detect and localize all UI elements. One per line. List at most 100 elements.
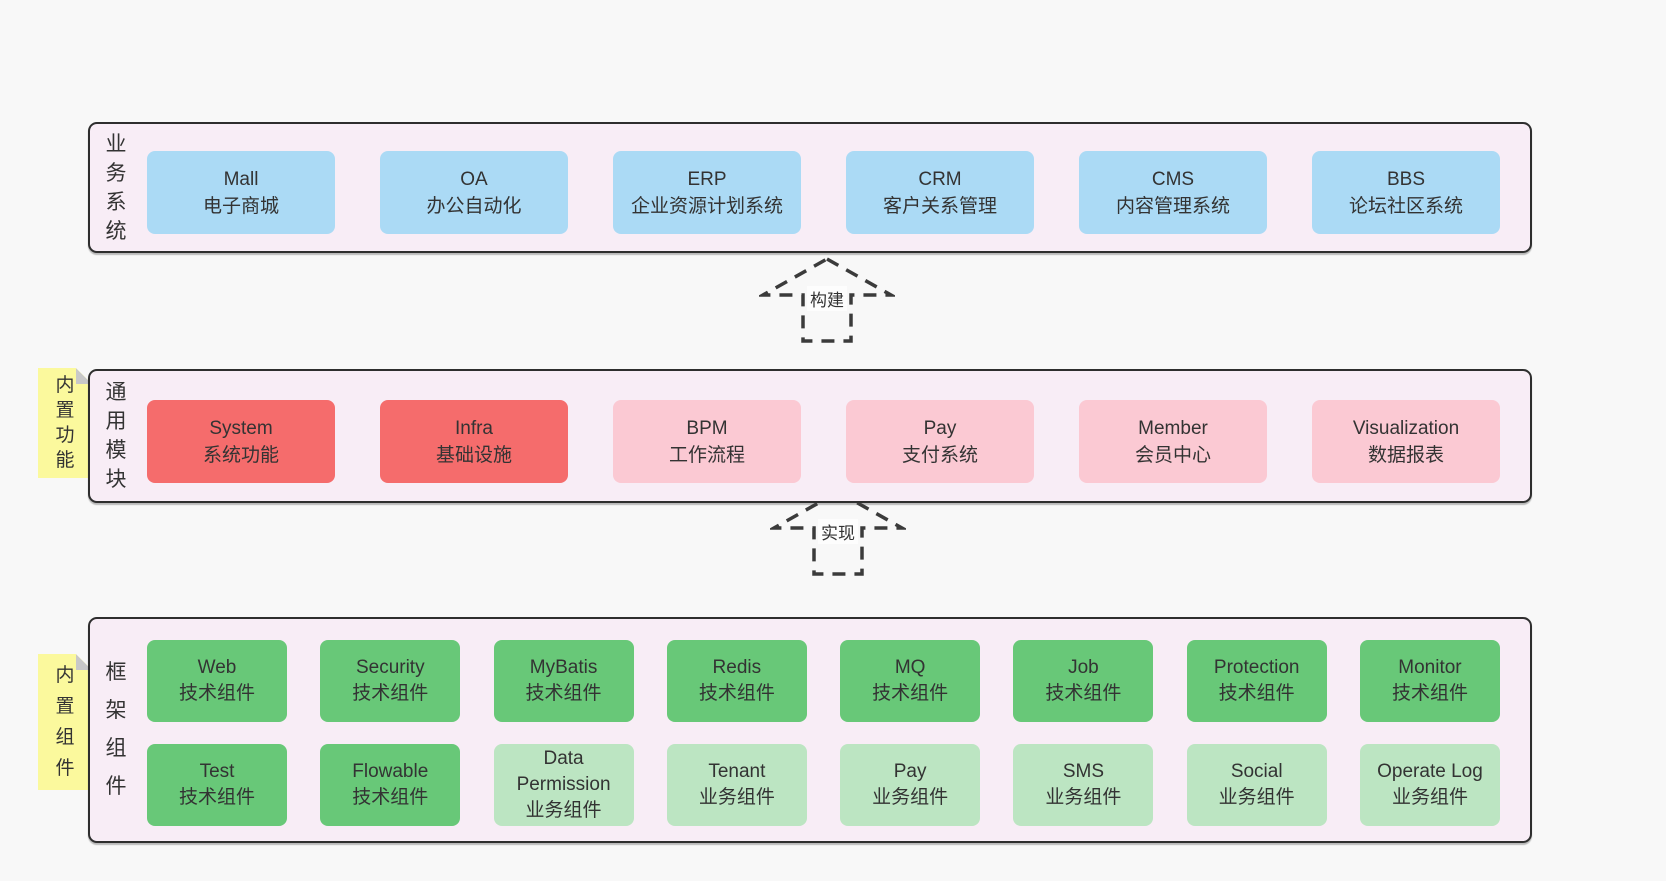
box-subtitle: 技术组件 — [1218, 683, 1295, 704]
box-subtitle: 基础设施 — [435, 444, 512, 466]
box-title: Data Permission — [516, 748, 611, 795]
common-modules-rows: System 系统功能 Infra 基础设施 BPM 工作流程 Pay 支付系统 Member 会… — [147, 400, 1500, 483]
box-title: System — [209, 417, 273, 439]
section-label-text: 框架组件 — [105, 661, 127, 798]
box-subtitle: 业务组件 — [872, 787, 949, 808]
box-tenant: Tenant 业务组件 — [666, 744, 807, 826]
box-redis: Redis 技术组件 — [666, 640, 807, 722]
box-title: Pay — [893, 761, 927, 782]
box-subtitle: 论坛社区系统 — [1348, 195, 1463, 217]
box-title: Test — [199, 761, 235, 782]
box-cms: CMS 内容管理系统 — [1079, 151, 1267, 234]
box-title: Mall — [223, 168, 259, 190]
sticky-note-label: 内置组件 — [55, 665, 75, 779]
box-title: Infra — [454, 417, 494, 439]
box-bbs: BBS 论坛社区系统 — [1312, 151, 1500, 234]
box-title: OA — [460, 168, 488, 190]
box-subtitle: 技术组件 — [1045, 683, 1122, 704]
section-label-components: 框架组件 — [102, 619, 130, 841]
box-title: Pay — [923, 417, 957, 439]
box-subtitle: 支付系统 — [901, 444, 978, 466]
box-title: Protection — [1213, 657, 1300, 678]
box-subtitle: 工作流程 — [668, 444, 745, 466]
box-title: Flowable — [352, 761, 429, 782]
box-title: ERP — [687, 168, 727, 190]
box-subtitle: 办公自动化 — [426, 195, 522, 217]
box-subtitle: 技术组件 — [525, 683, 602, 704]
section-label-modules: 通用模块 — [102, 371, 130, 501]
section-label-business: 业务系统 — [102, 124, 130, 251]
box-title: Tenant — [708, 761, 766, 782]
box-title: MyBatis — [529, 657, 598, 678]
box-subtitle: 业务组件 — [1045, 787, 1122, 808]
box-subtitle: 技术组件 — [872, 683, 949, 704]
box-subtitle: 会员中心 — [1134, 444, 1211, 466]
box-title: Operate Log — [1377, 761, 1483, 782]
box-pay: Pay 支付系统 — [846, 400, 1034, 483]
box-job: Job 技术组件 — [1013, 640, 1154, 722]
up-arrow-icon — [770, 489, 906, 576]
section-label-text: 通用模块 — [105, 381, 127, 491]
module-row: System 系统功能 Infra 基础设施 BPM 工作流程 Pay 支付系统 Member 会… — [147, 400, 1500, 483]
box-title: SMS — [1062, 761, 1104, 782]
box-subtitle: 系统功能 — [202, 444, 279, 466]
box-visualization: Visualization 数据报表 — [1312, 400, 1500, 483]
box-subtitle: 业务组件 — [525, 800, 602, 821]
box-title: Visualization — [1352, 417, 1460, 439]
sticky-note-builtin-components: 内置组件 — [38, 654, 92, 790]
sticky-note-builtin-features: 内置功能 — [38, 368, 92, 478]
section-label-text: 业务系统 — [105, 132, 127, 243]
box-subtitle: 技术组件 — [352, 683, 429, 704]
box-title: CRM — [918, 168, 962, 190]
box-subtitle: 业务组件 — [1391, 787, 1468, 808]
box-subtitle: 技术组件 — [178, 683, 255, 704]
box-title: Security — [355, 657, 425, 678]
box-title: Web — [197, 657, 237, 678]
box-subtitle: 企业资源计划系统 — [630, 195, 783, 217]
box-subtitle: 内容管理系统 — [1115, 195, 1230, 217]
box-mq: MQ 技术组件 — [840, 640, 981, 722]
sticky-note-label: 内置功能 — [55, 375, 75, 471]
box-mall: Mall 电子商城 — [147, 151, 335, 234]
build-arrow: 构建 — [759, 255, 895, 345]
box-web: Web 技术组件 — [147, 640, 287, 722]
implement-arrow: 实现 — [770, 488, 906, 578]
build-arrow-label: 构建 — [807, 286, 847, 311]
box-data-permission: Data Permission 业务组件 — [493, 744, 634, 826]
box-subtitle: 技术组件 — [698, 683, 775, 704]
box-infra: Infra 基础设施 — [380, 400, 568, 483]
box-protection: Protection 技术组件 — [1186, 640, 1327, 722]
box-pay: Pay 业务组件 — [840, 744, 981, 826]
box-oa: OA 办公自动化 — [380, 151, 568, 234]
box-subtitle: 技术组件 — [1391, 683, 1468, 704]
box-title: Redis — [712, 657, 762, 678]
box-title: Job — [1068, 657, 1099, 678]
up-arrow-icon — [759, 256, 895, 343]
box-subtitle: 电子商城 — [202, 195, 279, 217]
box-subtitle: 技术组件 — [352, 787, 429, 808]
box-title: Member — [1138, 417, 1208, 439]
box-erp: ERP 企业资源计划系统 — [613, 151, 801, 234]
box-operate-log: Operate Log 业务组件 — [1359, 744, 1500, 826]
box-title: BPM — [686, 417, 728, 439]
box-mybatis: MyBatis 技术组件 — [493, 640, 634, 722]
box-security: Security 技术组件 — [320, 640, 461, 722]
box-title: CMS — [1151, 168, 1195, 190]
box-subtitle: 数据报表 — [1367, 444, 1444, 466]
box-subtitle: 业务组件 — [1218, 787, 1295, 808]
box-title: MQ — [894, 657, 926, 678]
box-subtitle: 业务组件 — [698, 787, 775, 808]
box-title: BBS — [1386, 168, 1426, 190]
box-bpm: BPM 工作流程 — [613, 400, 801, 483]
